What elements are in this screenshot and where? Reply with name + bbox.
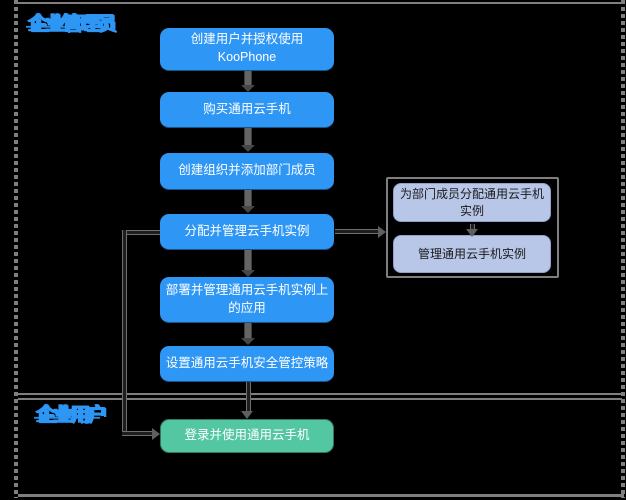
flow-node-buy-cloud-phone: 购买通用云手机 bbox=[160, 92, 334, 128]
connector-branch-to-login bbox=[122, 431, 153, 436]
flow-node-create-user: 创建用户并授权使用 KooPhone bbox=[160, 28, 334, 71]
flow-node-deploy-apps: 部署并管理通用云手机实例上 的应用 bbox=[160, 277, 334, 323]
arrowhead-group-inner bbox=[466, 229, 478, 237]
lane-label-enterprise-admin: 企业管理员 bbox=[26, 13, 116, 35]
lane-border-top bbox=[18, 2, 622, 4]
arrowhead-into-login-top bbox=[241, 411, 253, 419]
lane-border-bottom bbox=[18, 494, 624, 497]
flow-node-assign-manage-instance: 分配并管理云手机实例 bbox=[160, 214, 334, 250]
flow-node-create-org: 创建组织并添加部门成员 bbox=[160, 153, 334, 190]
lane-border-right-dashed bbox=[621, 0, 625, 498]
connector-assign-to-group bbox=[335, 229, 378, 234]
group-node-manage-instance: 管理通用云手机实例 bbox=[393, 235, 551, 273]
connector-policy-to-login bbox=[246, 382, 251, 411]
lane-divider-line-lower bbox=[18, 398, 622, 400]
group-node-assign-member-instance: 为部门成员分配通用云手机 实例 bbox=[393, 183, 551, 222]
connector-assign-branch-vertical bbox=[122, 230, 127, 433]
arrowhead-into-login-left bbox=[152, 428, 160, 440]
arrow-buy-to-create-org bbox=[244, 128, 252, 145]
connector-group-inner bbox=[470, 224, 475, 229]
flow-node-login-use: 登录并使用通用云手机 bbox=[160, 419, 334, 453]
lane-divider-line-upper bbox=[18, 393, 622, 395]
arrow-deploy-to-policy bbox=[244, 323, 252, 338]
arrow-create-user-to-buy bbox=[244, 71, 252, 85]
flow-node-security-policy: 设置通用云手机安全管控策略 bbox=[160, 346, 334, 382]
arrowhead-into-group bbox=[378, 226, 386, 238]
arrow-assign-to-deploy bbox=[244, 250, 252, 270]
lane-label-enterprise-user: 企业用户 bbox=[34, 404, 107, 426]
connector-assign-branch-horizontal bbox=[122, 230, 160, 235]
arrow-create-org-to-assign bbox=[244, 190, 252, 206]
lane-border-left-dashed bbox=[14, 0, 18, 498]
member-task-group-box: 为部门成员分配通用云手机 实例 管理通用云手机实例 bbox=[386, 177, 559, 278]
